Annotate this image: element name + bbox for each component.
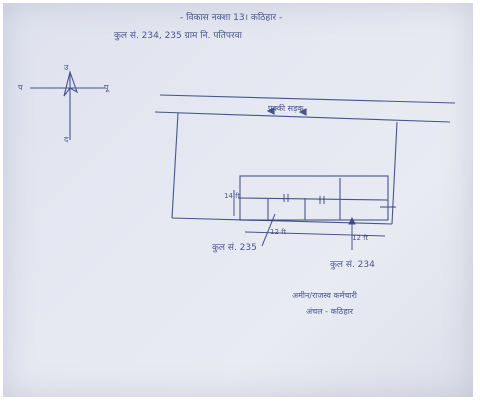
lower-left-dimension-label: 12 ft <box>270 228 287 236</box>
road-label: पक्की सड़क <box>268 104 304 113</box>
road-lines <box>154 94 456 123</box>
left-dimension-label: 14 ft <box>224 192 241 200</box>
compass-east-label: पू <box>104 83 109 92</box>
building-outline <box>237 175 396 221</box>
signature-line1: अमीन/राजस्व कर्मचारी <box>292 291 357 300</box>
compass-icon <box>30 70 105 140</box>
heading-line2: कुल सं. 234, 235 ग्राम नि. पतिपरवा <box>114 31 243 41</box>
paper-sheet <box>3 3 473 397</box>
lower-right-dimension-label: 12 ft <box>352 234 369 242</box>
dimension-arrows <box>233 190 386 250</box>
tick-marks <box>283 194 325 204</box>
compass-south-label: द <box>64 135 69 144</box>
heading-line1: - विकास नक्शा 13। कठिहार - <box>180 13 283 23</box>
compass-west-label: प <box>18 83 23 92</box>
signature-line2: अंचल - कठिहार <box>306 307 354 316</box>
plot-boundary <box>171 112 398 225</box>
plot-235-label: कुल सं. 235 <box>212 243 257 253</box>
compass-north-label: उ <box>64 63 69 72</box>
plot-234-label: कुल सं. 234 <box>330 260 375 270</box>
